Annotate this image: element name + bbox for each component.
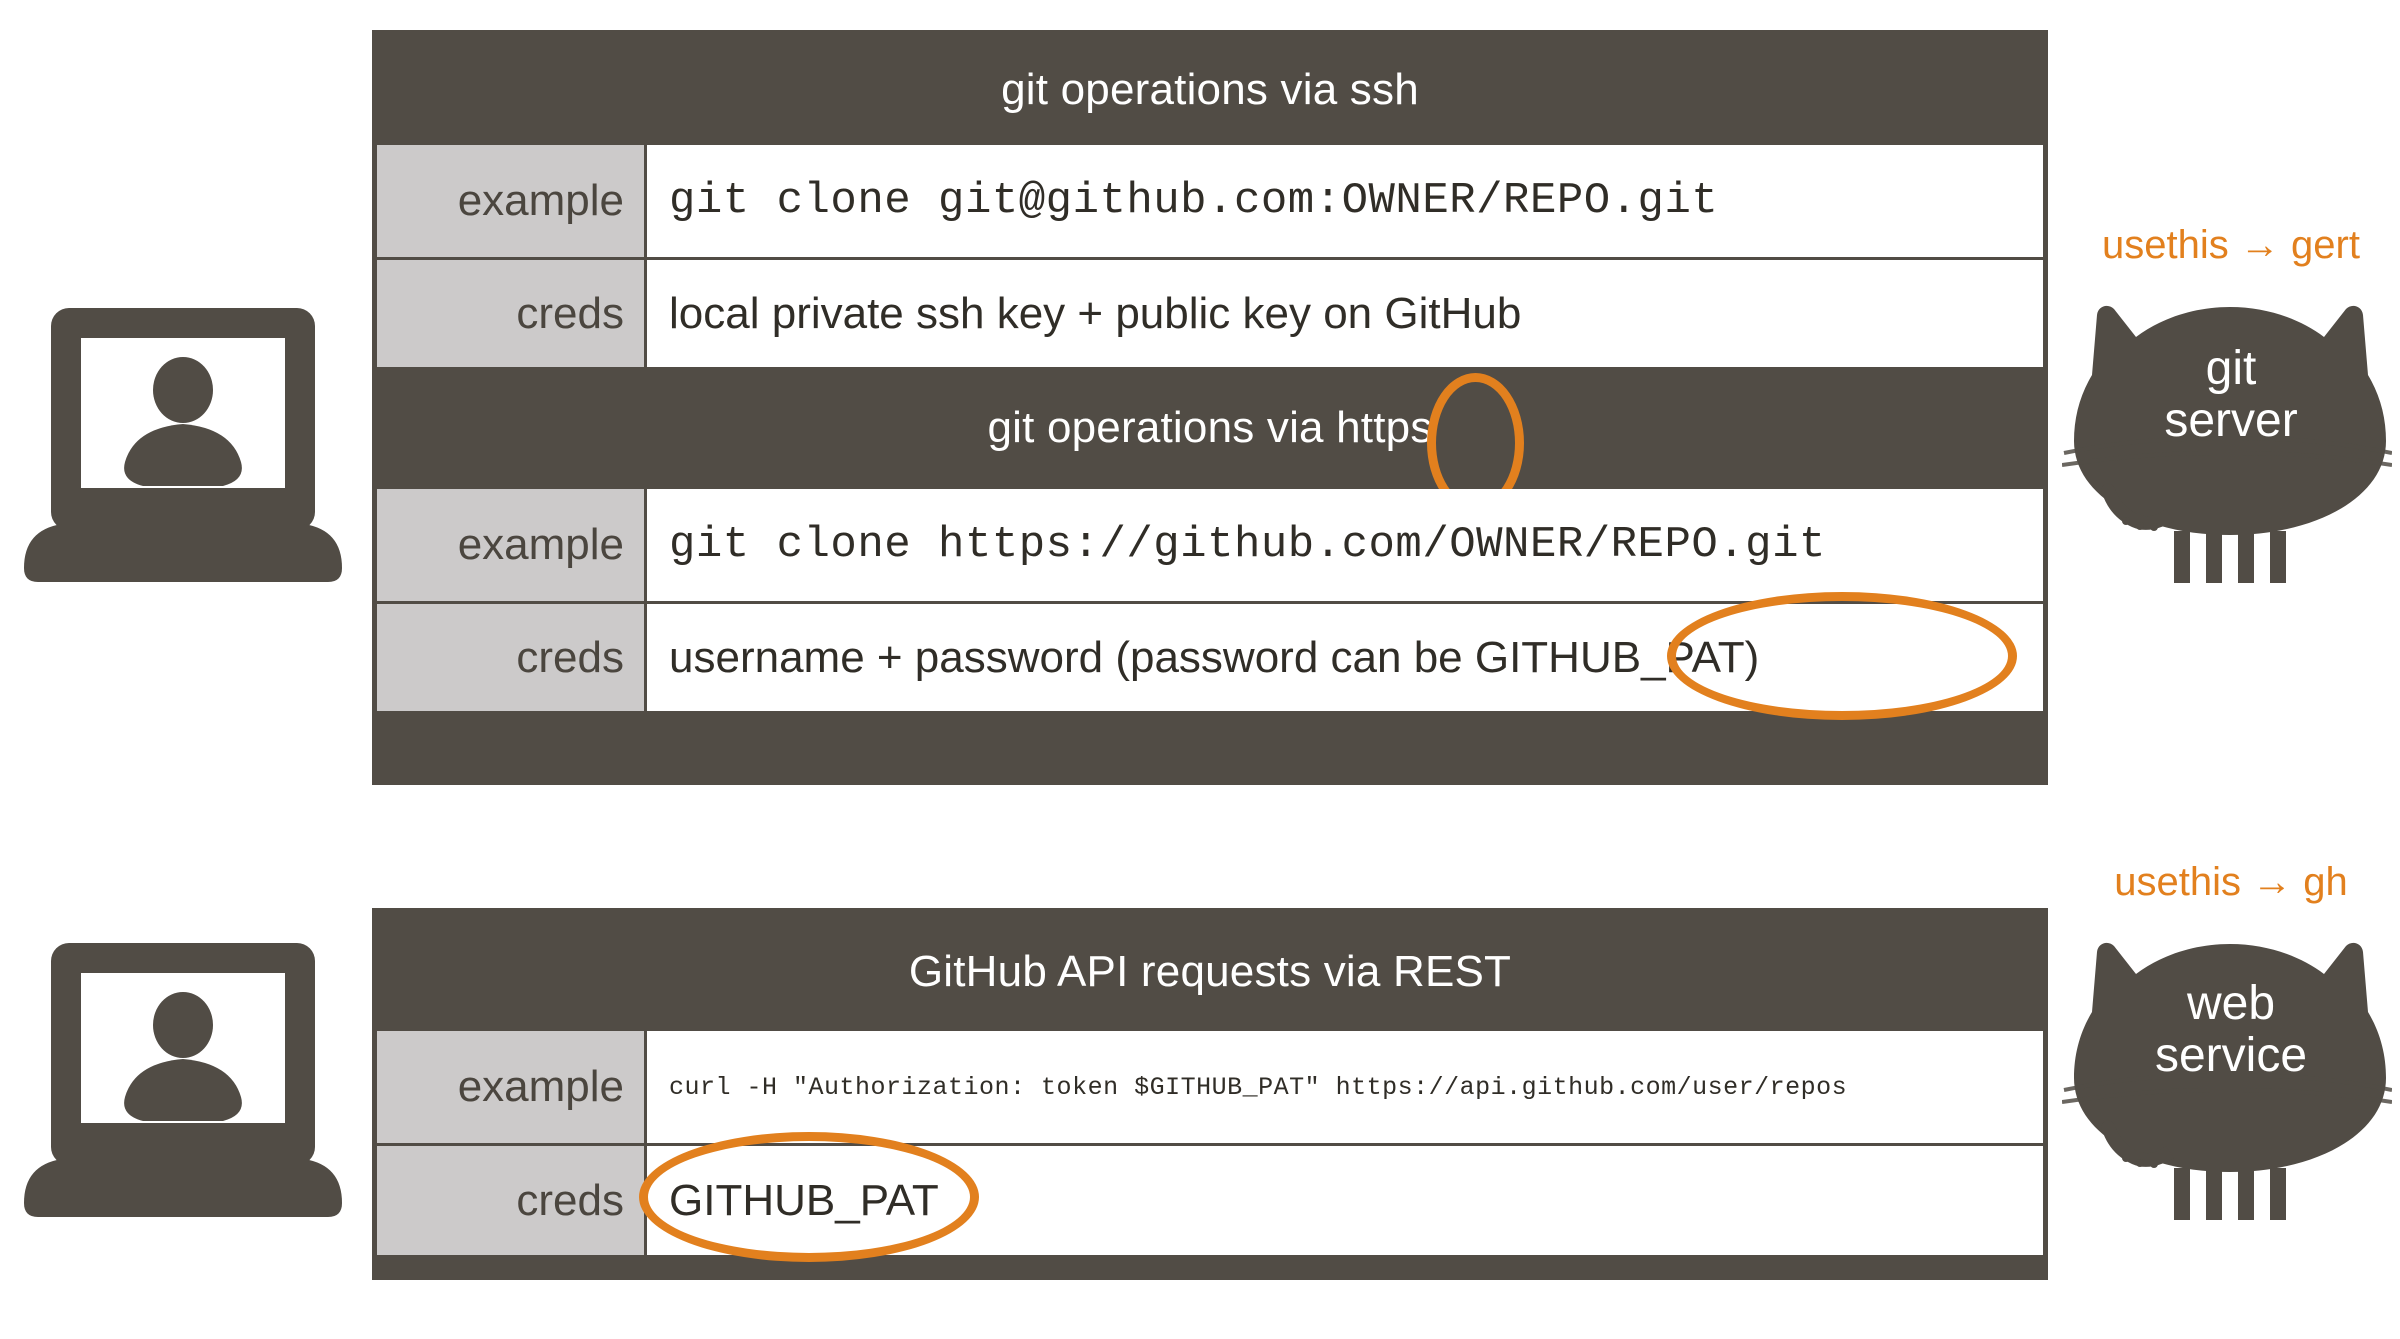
row-value-https-creds-text: username + password (password can be GIT… <box>669 632 1760 682</box>
git-server-package-label: usethis → gert <box>2102 223 2360 267</box>
table-row: creds local private ssh key + public key… <box>377 257 2043 367</box>
row-label-example: example <box>377 145 644 257</box>
row-value-https-example: git clone https://github.com/OWNER/REPO.… <box>644 489 2043 601</box>
row-value-ssh-creds: local private ssh key + public key on Gi… <box>644 260 2043 367</box>
octocat-icon-git-server: git server <box>2061 283 2400 597</box>
web-service-package-label: usethis → gh <box>2114 860 2348 904</box>
local-computer-icon-top <box>18 300 348 590</box>
row-value-api-creds-text: GITHUB_PAT <box>669 1175 939 1225</box>
row-value-api-creds: GITHUB_PAT <box>639 1132 2043 1262</box>
table-row: example curl -H "Authorization: token $G… <box>377 1031 2043 1143</box>
git-operations-table: git operations via ssh example git clone… <box>372 30 2048 785</box>
row-value-ssh-example: git clone git@github.com:OWNER/REPO.git <box>644 145 2043 257</box>
table-section-title-rest: GitHub API requests via REST <box>908 947 1512 996</box>
table-section-title-https: git operations via https <box>377 367 2043 513</box>
table-row: creds username + password (password can … <box>377 592 2043 720</box>
github-api-table: GitHub API requests via REST example cur… <box>372 908 2048 1280</box>
row-label-creds: creds <box>377 604 644 711</box>
git-server-group: usethis → gert <box>2061 223 2400 597</box>
row-label-example: example <box>377 1031 644 1143</box>
row-value-https-creds: username + password (password can be GIT… <box>644 592 2043 720</box>
row-label-creds: creds <box>377 1146 644 1255</box>
web-service-group: usethis → gh <box>2061 860 2400 1234</box>
octocat-icon-web-service: web service <box>2061 920 2400 1234</box>
table-row: example git clone git@github.com:OWNER/R… <box>377 145 2043 257</box>
row-value-api-example: curl -H "Authorization: token $GITHUB_PA… <box>644 1031 2043 1143</box>
row-label-creds: creds <box>377 260 644 367</box>
table-row: example git clone https://github.com/OWN… <box>377 489 2043 601</box>
local-computer-icon-bottom <box>18 935 348 1225</box>
table-section-title-https-text: git operations via https <box>987 403 1433 452</box>
row-label-example: example <box>377 489 644 601</box>
table-section-title-ssh: git operations via ssh <box>1001 65 1419 114</box>
table-row: creds GITHUB_PAT <box>377 1132 2043 1262</box>
